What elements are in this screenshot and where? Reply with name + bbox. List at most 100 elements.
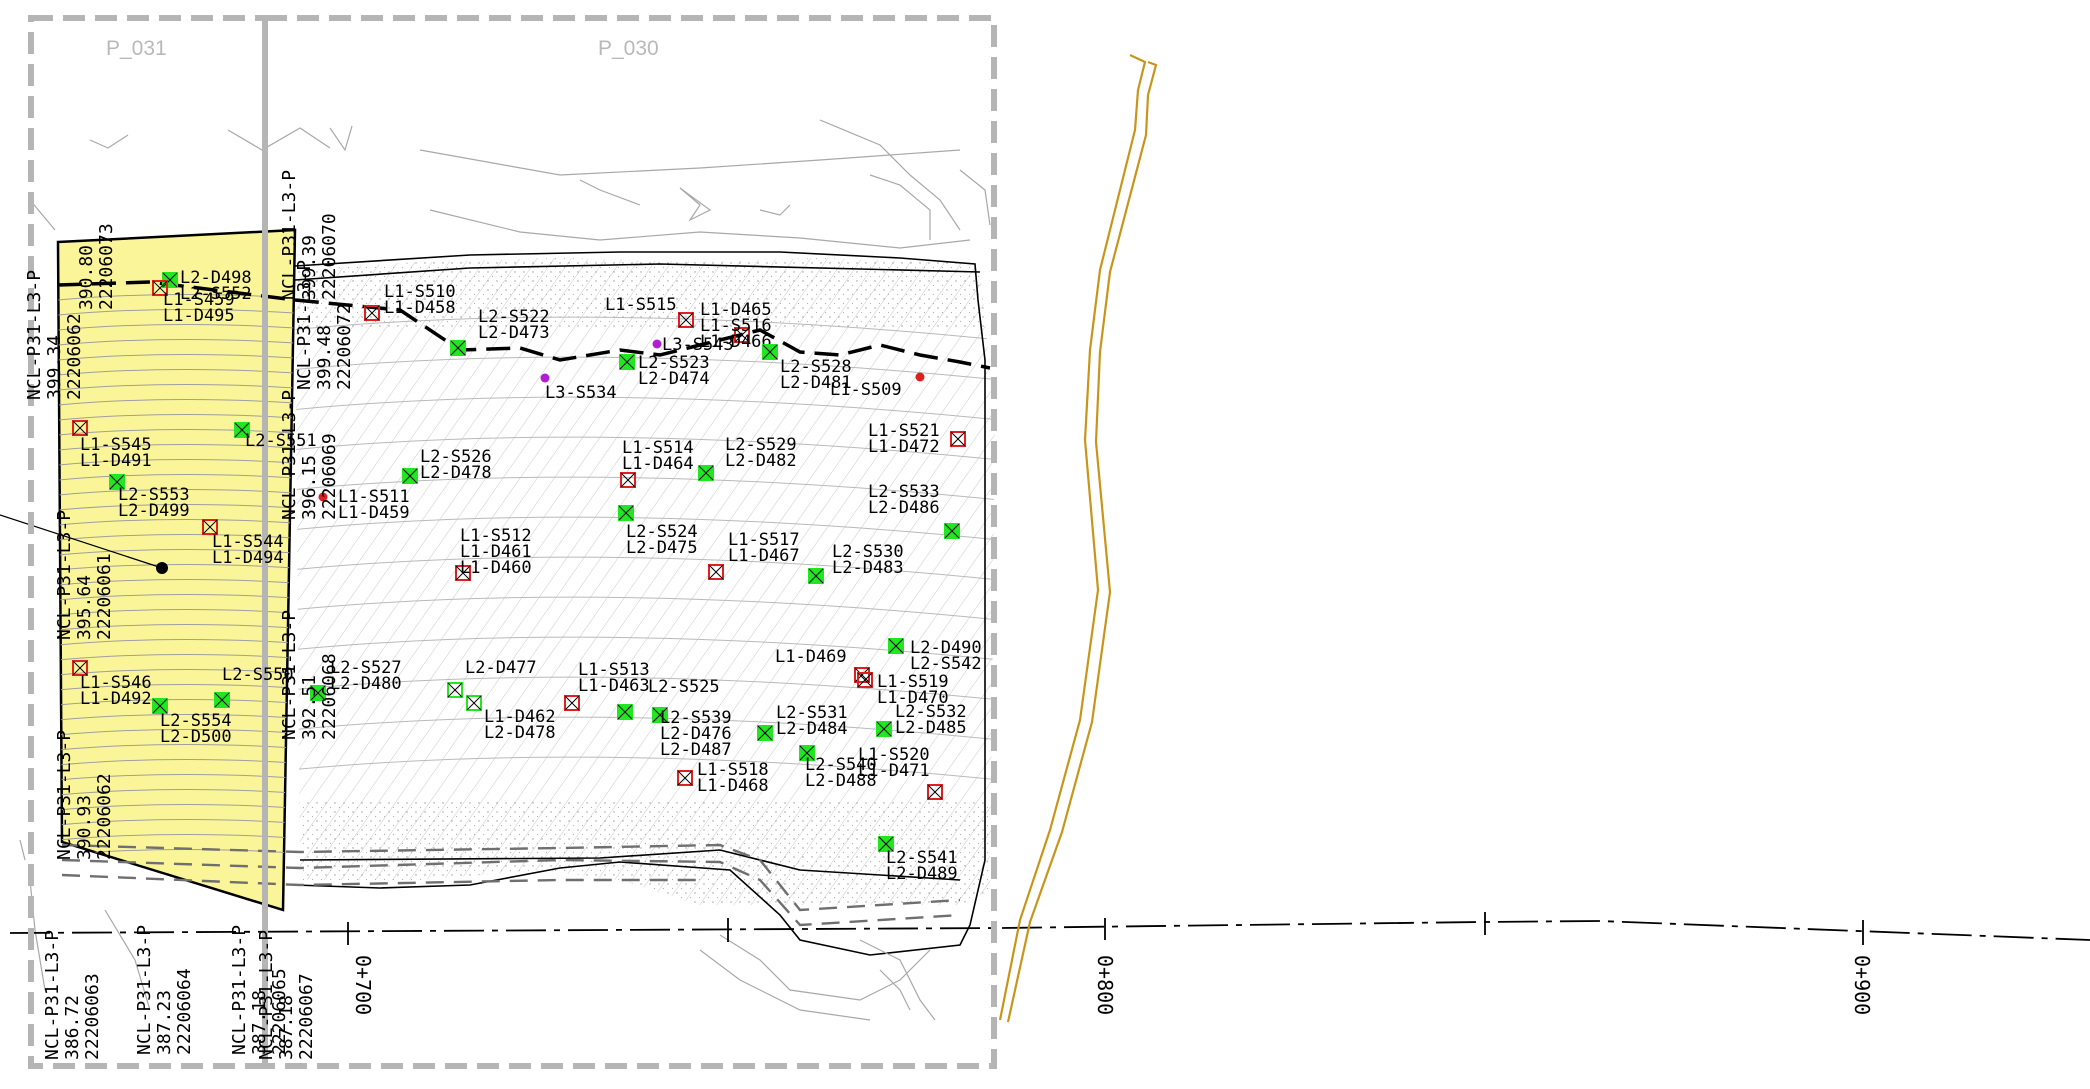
survey-marker[interactable]: L2-S525: [617, 677, 720, 720]
green-square-marker-icon[interactable]: [808, 568, 824, 584]
survey-marker[interactable]: L3-S543: [652, 335, 734, 355]
marker-label: L2-D481: [780, 373, 852, 393]
marker-label: L1-D470: [877, 688, 949, 708]
red-cross-marker-icon[interactable]: [72, 420, 88, 436]
green-square-marker-icon[interactable]: [402, 468, 418, 484]
red-cross-marker-icon[interactable]: [620, 472, 636, 488]
red-cross-marker-icon[interactable]: [708, 564, 724, 580]
red-cross-marker-icon[interactable]: [950, 431, 966, 447]
corner-point-label: 399.48: [314, 325, 335, 390]
red-cross-marker-icon[interactable]: [677, 770, 693, 786]
purple-dot-marker-icon[interactable]: [540, 373, 550, 383]
green-square-marker-icon[interactable]: [617, 704, 633, 720]
purple-dot-marker-icon[interactable]: [652, 339, 662, 349]
red-dot-marker-icon[interactable]: [318, 492, 328, 502]
green-square-marker-icon[interactable]: [757, 725, 773, 741]
green-open-marker-icon[interactable]: [447, 682, 463, 698]
green-square-marker-icon[interactable]: [652, 707, 668, 723]
green-square-marker-icon[interactable]: [450, 340, 466, 356]
green-square-marker-icon[interactable]: [310, 685, 326, 701]
green-open-marker-icon[interactable]: [466, 695, 482, 711]
green-square-marker-icon[interactable]: [619, 354, 635, 370]
survey-marker[interactable]: L2-S551: [234, 422, 317, 451]
survey-marker[interactable]: L2-D477: [447, 658, 537, 698]
marker-label: L2-S523: [638, 353, 710, 373]
green-square-marker-icon[interactable]: [888, 638, 904, 654]
red-cross-marker-icon[interactable]: [857, 672, 873, 688]
corner-point-label: NCL-P31-L3-P: [134, 925, 155, 1055]
survey-marker[interactable]: L2-S550: [214, 665, 294, 708]
red-cross-marker-icon[interactable]: [564, 695, 580, 711]
green-square-marker-icon[interactable]: [762, 344, 778, 360]
red-cross-marker-icon[interactable]: [364, 305, 380, 321]
red-dot-marker-icon[interactable]: [915, 372, 925, 382]
green-square-marker-icon[interactable]: [878, 836, 894, 852]
corner-point-label: 395.64: [74, 575, 95, 640]
survey-marker[interactable]: L1-S509: [830, 372, 925, 401]
corner-point-label: 22206073: [96, 223, 117, 310]
corner-point-label: NCL-P31-L3-P: [229, 925, 250, 1055]
marker-label: L1-D495: [163, 306, 235, 326]
green-square-marker-icon[interactable]: [799, 745, 815, 761]
red-cross-marker-icon[interactable]: [455, 565, 471, 581]
marker-label: L1-D466: [700, 332, 772, 352]
red-cross-marker-icon[interactable]: [678, 312, 694, 328]
red-cross-marker-icon[interactable]: [734, 327, 750, 343]
corner-point-label: 387.18: [249, 990, 270, 1055]
green-square-marker-icon[interactable]: [109, 474, 125, 490]
survey-marker[interactable]: L3-S534: [540, 373, 617, 404]
survey-marker[interactable]: L1-S515: [605, 295, 694, 328]
red-cross-marker-icon[interactable]: [152, 280, 168, 296]
corner-point-label: 22206062: [64, 313, 85, 400]
red-cross-marker-icon[interactable]: [72, 660, 88, 676]
green-square-marker-icon[interactable]: [698, 465, 714, 481]
green-square-marker-icon[interactable]: [944, 523, 960, 539]
marker-label: L1-D465: [700, 300, 772, 320]
road-edge: [998, 54, 1158, 1023]
green-square-marker-icon[interactable]: [152, 698, 168, 714]
green-square-marker-icon[interactable]: [876, 721, 892, 737]
green-square-marker-icon[interactable]: [618, 505, 634, 521]
marker-label: L2-D483: [832, 558, 904, 578]
red-cross-marker-icon[interactable]: [927, 784, 943, 800]
green-square-marker-icon[interactable]: [214, 692, 230, 708]
red-cross-marker-icon[interactable]: [202, 519, 218, 535]
green-square-marker-icon[interactable]: [234, 422, 250, 438]
